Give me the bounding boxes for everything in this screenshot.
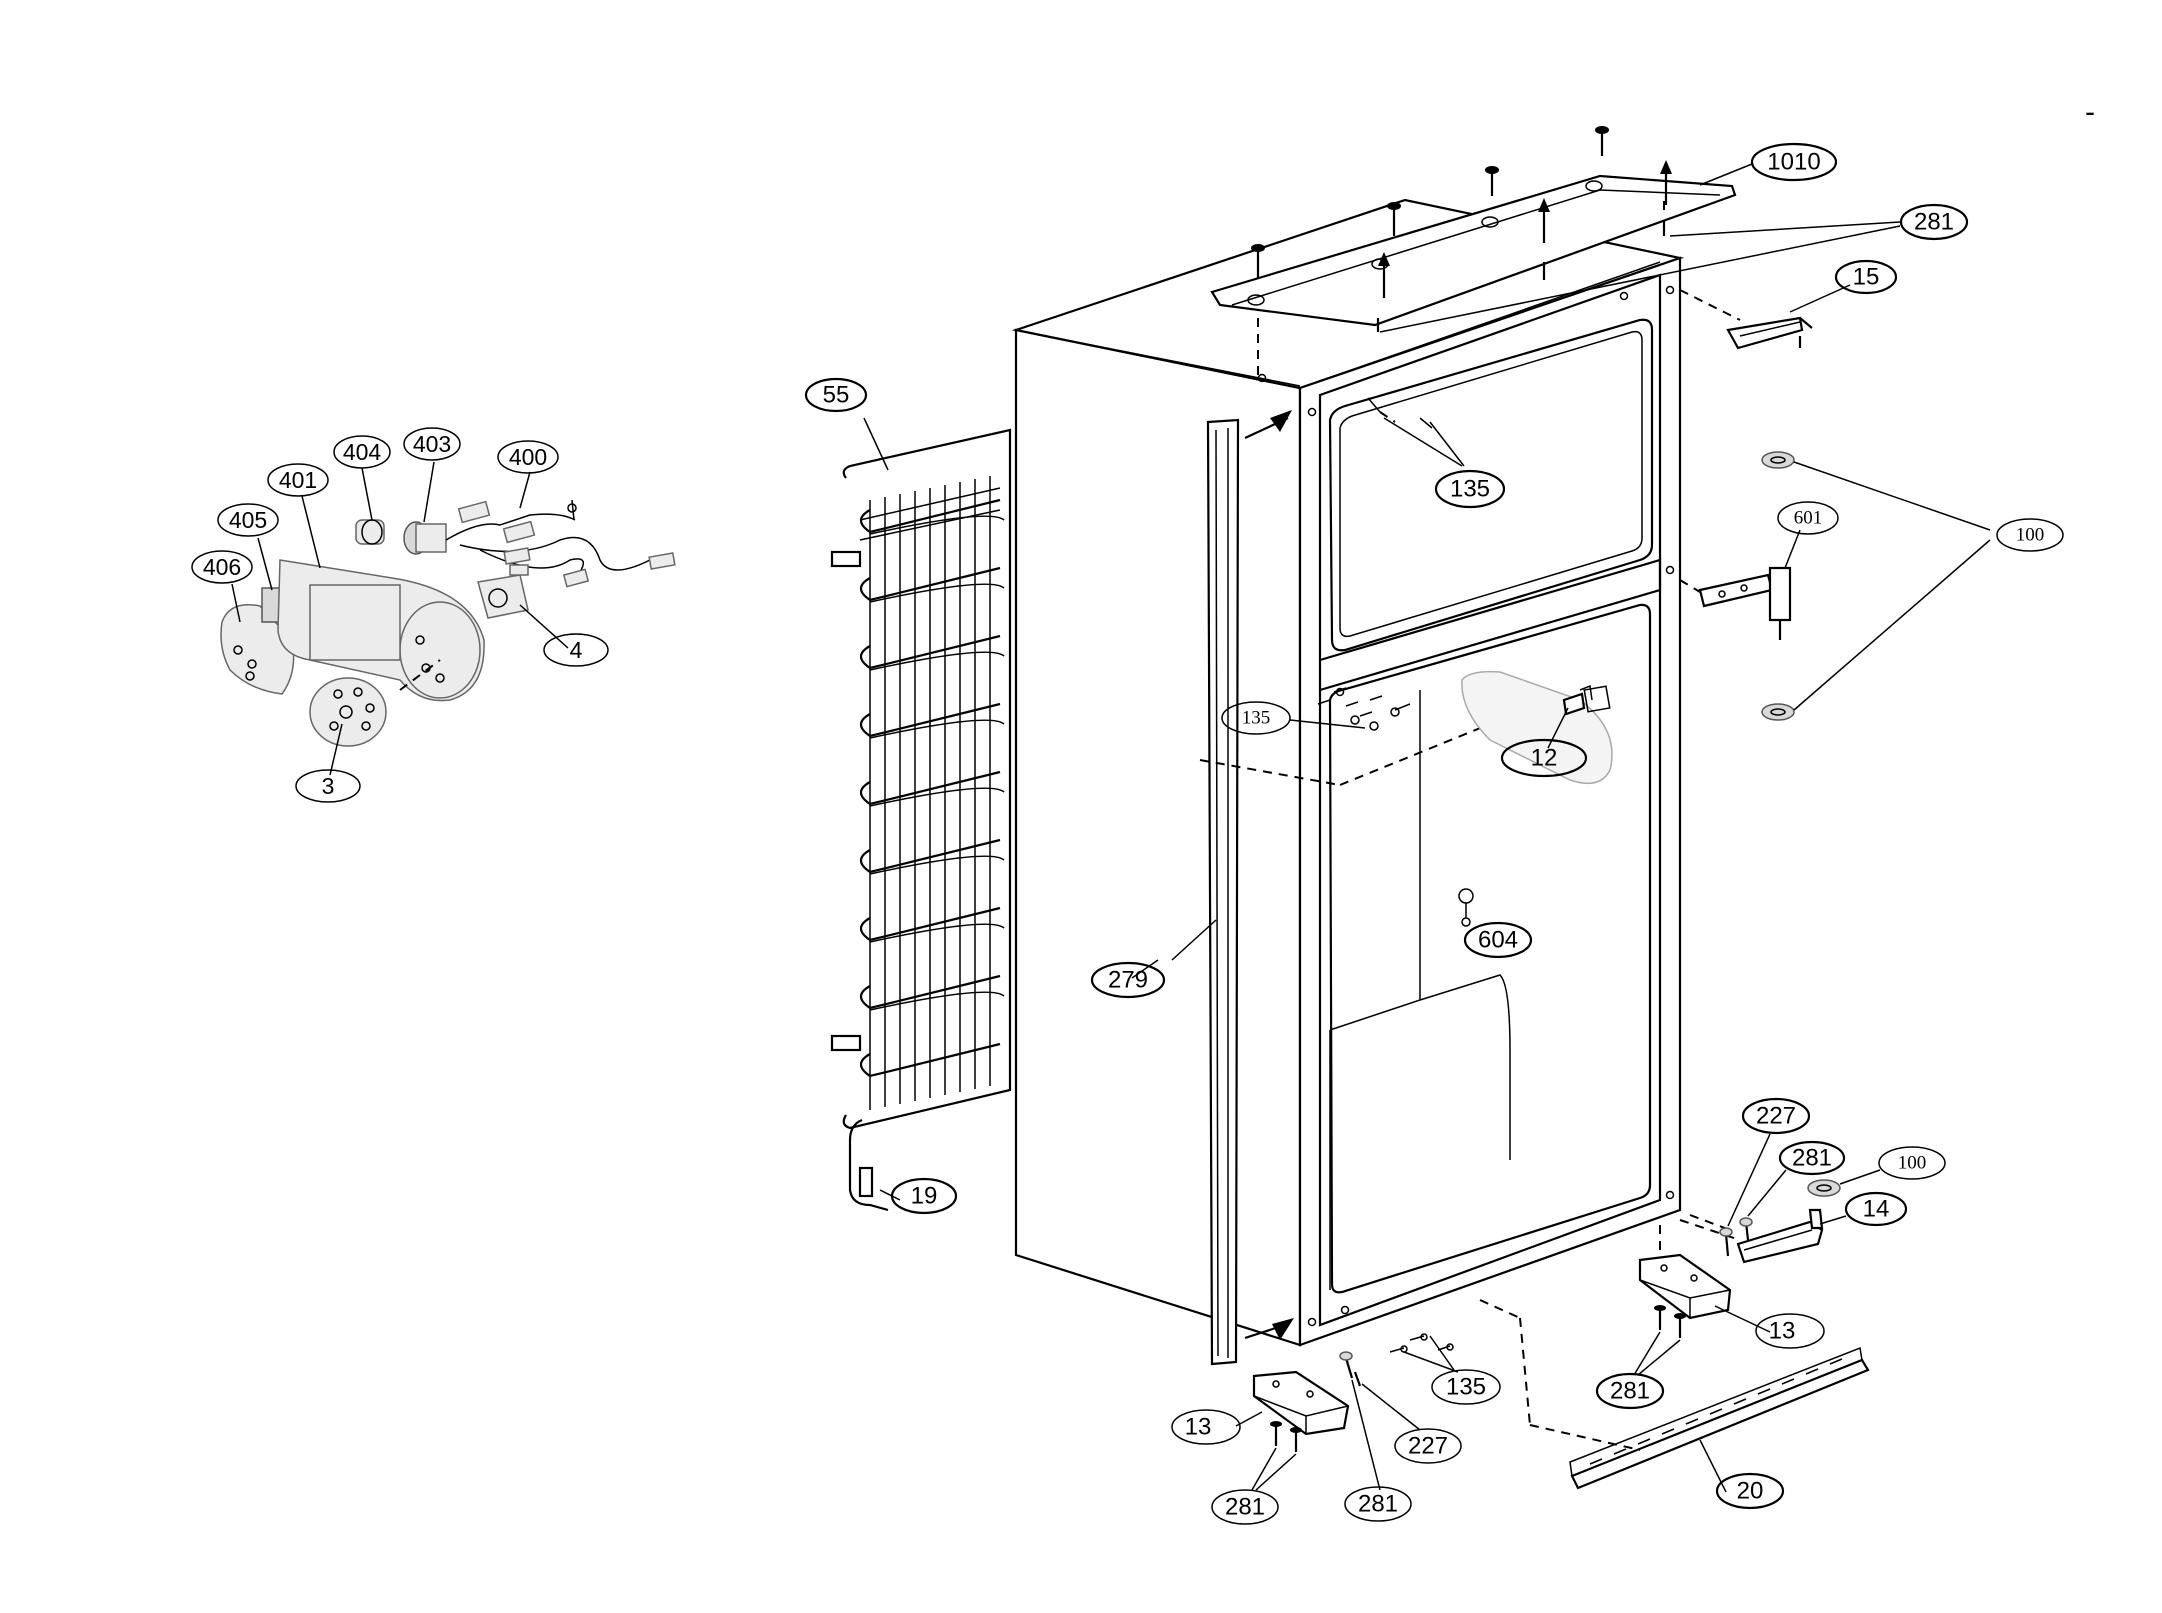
callout-135-a-label: 135 xyxy=(1450,476,1490,503)
screws-135-middle xyxy=(1199,687,1505,786)
corner-mark: - xyxy=(2085,96,2095,129)
screws-135-upper xyxy=(1367,397,1465,467)
callout-135-b-label: 135 xyxy=(1242,708,1271,729)
callout-4: 4 xyxy=(543,633,609,667)
lamp-holder-403 xyxy=(403,521,447,555)
callout-281-e: 281 xyxy=(1344,1486,1412,1522)
callout-12: 12 xyxy=(1500,738,1588,778)
callout-406: 406 xyxy=(191,550,253,584)
callout-279: 279 xyxy=(1090,961,1166,999)
callout-13-a: 13 xyxy=(1755,1313,1825,1349)
lamp-thermostat-assembly xyxy=(220,461,676,776)
callout-1010-label: 1010 xyxy=(1767,149,1820,176)
callout-281-top-label: 281 xyxy=(1914,209,1954,236)
top-bracket-1010 xyxy=(1210,126,1737,382)
callout-406-label: 406 xyxy=(203,554,241,580)
lower-hinge-13-right xyxy=(1638,1218,1771,1333)
callout-403-label: 403 xyxy=(413,431,451,457)
callout-4-label: 4 xyxy=(570,637,583,663)
callout-281-b-label: 281 xyxy=(1792,1145,1832,1172)
callout-281-e-label: 281 xyxy=(1358,1491,1398,1518)
thermostat-4 xyxy=(477,564,529,619)
callout-20: 20 xyxy=(1715,1472,1785,1510)
callout-400: 400 xyxy=(497,440,559,474)
washer-100-top xyxy=(1761,451,1991,721)
callout-100-b: 100 xyxy=(1878,1146,1946,1180)
callout-100-a-label: 100 xyxy=(2016,525,2045,546)
upper-hinge-15 xyxy=(1679,284,1851,350)
screws-227-281-right xyxy=(1719,1133,1881,1257)
lower-hinge-13-left xyxy=(1235,1370,1350,1436)
callout-404: 404 xyxy=(333,435,391,469)
callout-3-label: 3 xyxy=(322,773,335,799)
callout-13-a-label: 13 xyxy=(1769,1318,1796,1345)
sensor-clip-604 xyxy=(1458,888,1474,927)
lower-hinge-14 xyxy=(1679,1208,1847,1264)
callout-20-label: 20 xyxy=(1737,1478,1764,1505)
screws-281-left xyxy=(1251,1421,1302,1491)
callout-227-a-label: 227 xyxy=(1756,1103,1796,1130)
wiring-harness-400 xyxy=(445,499,676,588)
callout-12-label: 12 xyxy=(1531,745,1558,772)
screws-281-right xyxy=(1633,1305,1686,1376)
lamp-cover-406 xyxy=(220,604,295,695)
callout-19-label: 19 xyxy=(911,1183,938,1210)
callout-13-b-label: 13 xyxy=(1185,1414,1212,1441)
callout-604: 604 xyxy=(1463,921,1533,959)
callout-281-d-label: 281 xyxy=(1225,1494,1265,1521)
callout-400-label: 400 xyxy=(509,444,547,470)
callout-100-a: 100 xyxy=(1996,518,2064,552)
callout-14-label: 14 xyxy=(1863,1196,1890,1223)
bulb-404 xyxy=(355,519,385,545)
callout-281-c: 281 xyxy=(1595,1372,1665,1410)
callout-13-b: 13 xyxy=(1171,1409,1241,1445)
callout-227-b: 227 xyxy=(1394,1428,1462,1464)
callout-19: 19 xyxy=(890,1177,958,1215)
callout-405: 405 xyxy=(217,503,279,537)
callout-401: 401 xyxy=(267,463,329,497)
callout-135-c-label: 135 xyxy=(1446,1374,1486,1401)
callout-281-top: 281 xyxy=(1379,203,1969,333)
callout-1010: 1010 xyxy=(1699,142,1838,186)
callout-3: 3 xyxy=(295,769,361,803)
callout-15: 15 xyxy=(1834,259,1898,295)
condenser-55 xyxy=(830,428,1012,1212)
callout-55-label: 55 xyxy=(823,382,850,409)
callout-601: 601 xyxy=(1777,501,1839,535)
callout-403: 403 xyxy=(403,427,461,461)
callout-279-label: 279 xyxy=(1108,967,1148,994)
callout-135-c: 135 xyxy=(1431,1369,1501,1405)
callout-405-label: 405 xyxy=(229,507,267,533)
middle-hinge-601 xyxy=(1679,529,1801,640)
callout-404-label: 404 xyxy=(343,439,382,465)
callout-604-label: 604 xyxy=(1478,927,1518,954)
callout-135-b: 135 xyxy=(1221,701,1291,735)
screws-227-281-left xyxy=(1339,1333,1459,1491)
callout-55: 55 xyxy=(804,377,868,413)
callout-14: 14 xyxy=(1844,1191,1908,1227)
callout-227-a: 227 xyxy=(1741,1097,1811,1135)
callout-401-label: 401 xyxy=(279,467,317,493)
callout-601-label: 601 xyxy=(1794,508,1823,529)
callout-281-c-label: 281 xyxy=(1610,1378,1650,1405)
bottom-strip-20 xyxy=(1479,1299,1870,1493)
callout-100-b-label: 100 xyxy=(1898,1153,1927,1174)
callout-135-a: 135 xyxy=(1434,469,1506,509)
callout-281-d: 281 xyxy=(1211,1489,1279,1525)
knob-3 xyxy=(309,677,387,747)
callout-281-b: 281 xyxy=(1778,1140,1846,1176)
callout-227-b-label: 227 xyxy=(1408,1433,1448,1460)
callout-15-label: 15 xyxy=(1853,264,1880,291)
